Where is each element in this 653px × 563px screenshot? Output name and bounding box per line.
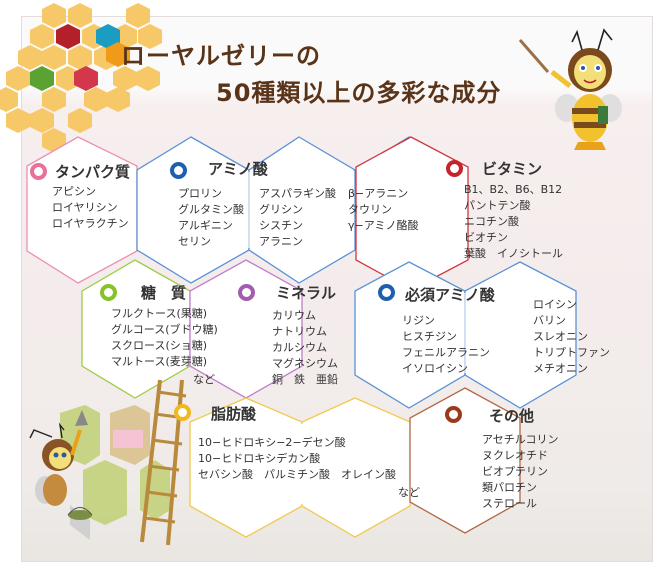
title-line-2: 50種類以上の多彩な成分 <box>216 79 502 107</box>
list-item: カリウム <box>272 309 316 322</box>
list-item: ステロール <box>482 497 537 510</box>
list-item: 類パロチン <box>482 481 537 494</box>
list-item: シスチン <box>259 219 303 232</box>
list-item: バリン <box>533 314 566 327</box>
list-item: アセチルコリン <box>482 433 559 446</box>
protein-ring-icon <box>30 163 47 180</box>
sugar-ring-icon <box>100 284 117 301</box>
category-fatty-acid-title: 脂肪酸 <box>211 405 257 423</box>
category-protein-title: タンパク質 <box>55 163 131 181</box>
title-line-1: ローヤルゼリーの <box>121 42 321 70</box>
category-protein-items: アピシン ロイヤリシン ロイヤラクチン <box>52 184 129 232</box>
list-item: グルタミン酸 <box>178 203 244 216</box>
hex-protein <box>26 136 138 284</box>
hex-other <box>409 387 521 534</box>
category-sugar-items: フルクトース(果糖) グルコース(ブドウ糖) スクロース(ショ糖) マルトース(… <box>111 306 218 370</box>
list-item: リジン <box>402 314 435 327</box>
fatty-acid-ring-icon <box>174 404 191 421</box>
list-item: タウリン <box>348 203 392 216</box>
category-mineral-items: カリウム ナトリウム カルシウム マグネシウム 銅 鉄 亜鉛 <box>272 308 338 388</box>
category-amino-col1: プロリン グルタミン酸 アルギニン セリン <box>178 186 244 250</box>
category-fatty-acid-items: 10−ヒドロキシ−2−デセン酸 10−ヒドロキシデカン酸 セバシン酸 パルミチン… <box>198 435 396 483</box>
category-other-items: アセチルコリン ヌクレオチド ビオプテリン 類パロチン ステロール <box>482 432 559 512</box>
hex-essential-right <box>464 261 577 409</box>
list-item: β−アラニン <box>348 187 409 200</box>
list-item: ビオプテリン <box>482 465 548 478</box>
other-ring-icon <box>445 406 462 423</box>
list-item: ロイヤラクチン <box>52 217 129 230</box>
category-fatty-acid-suffix: など <box>398 486 420 499</box>
list-item: セバシン酸 パルミチン酸 オレイン酸 <box>198 468 396 481</box>
list-item: B1、B2、B6、B12 <box>464 183 563 196</box>
category-essential-amino-title: 必須アミノ酸 <box>405 286 495 304</box>
vitamin-ring-icon <box>446 160 463 177</box>
list-item: スレオニン <box>533 330 588 343</box>
list-item: スクロース(ショ糖) <box>111 339 208 352</box>
list-item: ナトリウム <box>272 325 327 338</box>
essential-amino-ring-icon <box>378 284 395 301</box>
bee-teacher-illustration <box>518 28 622 150</box>
list-item: メチオニン <box>533 362 588 375</box>
list-item: グリシン <box>259 203 303 216</box>
list-item: ニコチン酸 <box>464 215 519 228</box>
bee-worker-illustration <box>29 405 170 540</box>
list-item: マルトース(麦芽糖) <box>111 355 208 368</box>
category-essential-amino-col1: リジン ヒスチジン フェニルアラニン イソロイシン <box>402 313 490 377</box>
category-other-title: その他 <box>489 407 535 425</box>
list-item: ヒスチジン <box>402 330 457 343</box>
category-amino-col2: アスパラギン酸 グリシン シスチン アラニン <box>259 186 336 250</box>
list-item: ビオチン <box>464 231 508 244</box>
list-item: アラニン <box>259 235 303 248</box>
list-item: カルシウム <box>272 341 327 354</box>
list-item: セリン <box>178 235 211 248</box>
category-vitamin-title: ビタミン <box>482 160 543 178</box>
honeycomb-cluster <box>0 3 162 153</box>
list-item: プロリン <box>178 187 222 200</box>
category-amino-title: アミノ酸 <box>208 160 268 178</box>
list-item: γ−アミノ酪酸 <box>348 219 419 232</box>
category-sugar-suffix: など <box>193 373 215 386</box>
list-item: パントテン酸 <box>464 199 531 212</box>
category-mineral-title: ミネラル <box>276 284 337 302</box>
category-vitamin-items: B1、B2、B6、B12 パントテン酸 ニコチン酸 ビオチン 葉酸 イノシトール <box>464 182 563 262</box>
list-item: アルギニン <box>178 219 233 232</box>
list-item: ロイシン <box>533 298 577 311</box>
category-sugar-title: 糖 質 <box>141 284 187 302</box>
list-item: 10−ヒドロキシデカン酸 <box>198 452 321 465</box>
list-item: ヌクレオチド <box>482 449 548 462</box>
list-item: マグネシウム <box>272 357 338 370</box>
list-item: フェニルアラニン <box>402 346 490 359</box>
list-item: トリプトファン <box>533 346 610 359</box>
list-item: アピシン <box>52 185 96 198</box>
list-item: 銅 鉄 亜鉛 <box>272 373 338 386</box>
list-item: ロイヤリシン <box>52 201 118 214</box>
list-item: 葉酸 イノシトール <box>464 247 563 260</box>
mineral-ring-icon <box>238 284 255 301</box>
amino-ring-icon <box>170 162 187 179</box>
list-item: 10−ヒドロキシ−2−デセン酸 <box>198 436 346 449</box>
list-item: グルコース(ブドウ糖) <box>111 323 218 336</box>
category-amino-col3: β−アラニン タウリン γ−アミノ酪酸 <box>348 186 419 234</box>
category-essential-amino-col2: ロイシン バリン スレオニン トリプトファン メチオニン <box>533 297 610 377</box>
list-item: イソロイシン <box>402 362 468 375</box>
list-item: フルクトース(果糖) <box>111 307 208 320</box>
list-item: アスパラギン酸 <box>259 187 336 200</box>
